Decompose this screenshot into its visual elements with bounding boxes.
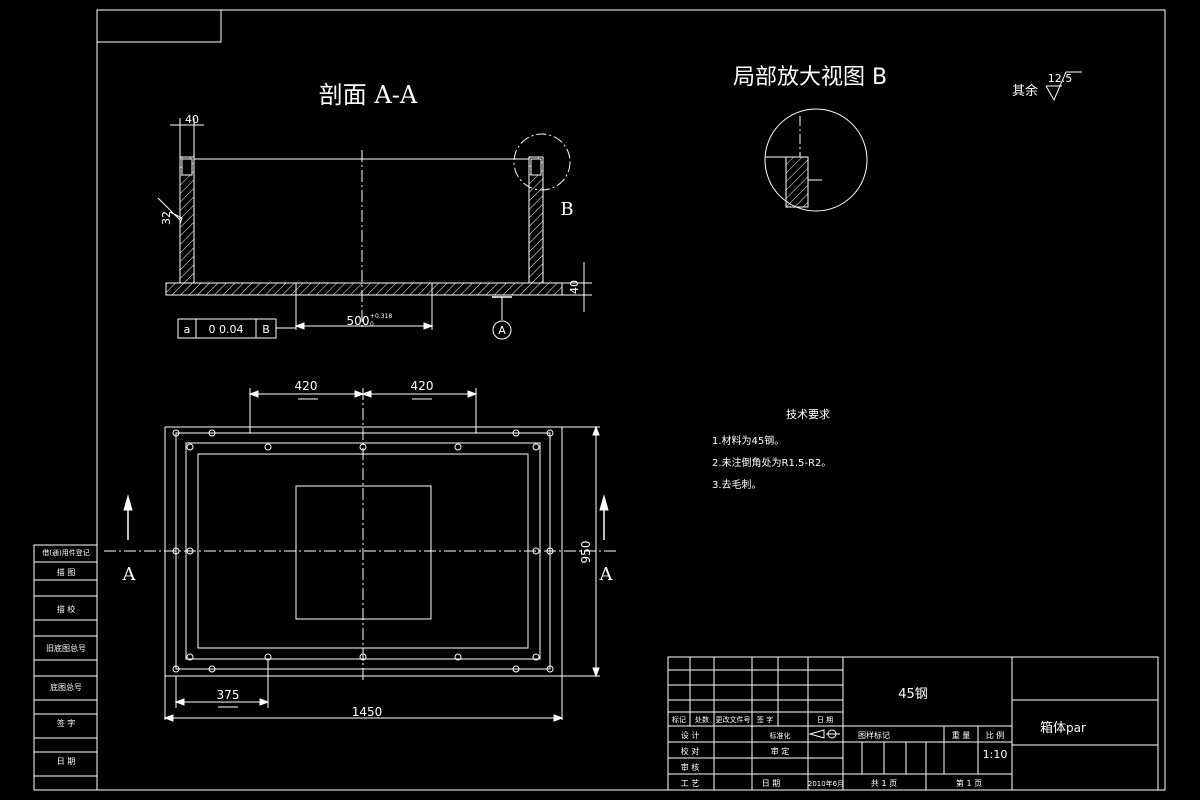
dim-tol-lower: 0 — [370, 321, 374, 328]
roughness-label: 其余 — [1012, 83, 1038, 99]
dim-height-950: 950 — [579, 541, 593, 564]
dim-half-width-left: 420 — [295, 379, 318, 393]
sheet-border — [96, 9, 1166, 791]
sheet-number: 第 1 页 — [956, 778, 982, 788]
tech-req-title: 技术要求 — [786, 408, 830, 421]
side-row-7: 日 期 — [57, 757, 76, 766]
dim-overall-1450: 1450 — [352, 705, 383, 719]
tech-req-item-3: 3.去毛刺。 — [712, 479, 762, 491]
gdt-value: 0 0.04 — [209, 323, 244, 336]
col-header-sign: 签 字 — [757, 715, 773, 724]
standardize-label: 标准化 — [770, 731, 791, 740]
check-label: 校 对 — [681, 746, 700, 756]
side-row-5: 底图总号 — [50, 682, 82, 692]
title-block — [667, 656, 1159, 791]
part-suffix: par — [1066, 721, 1086, 735]
gdt-symbol: a — [184, 323, 191, 336]
dim-offset-375: 375 — [217, 688, 240, 702]
detail-label-b: B — [560, 199, 573, 220]
stage-mark-label: 图样标记 — [858, 730, 890, 740]
approve-label: 审 定 — [771, 746, 790, 756]
dim-half-width-right: 420 — [411, 379, 434, 393]
col-header-doc: 更改文件号 — [716, 715, 751, 724]
design-label: 设 计 — [681, 730, 700, 740]
dim-tol-upper: +0.318 — [370, 313, 392, 320]
gdt-datum: B — [262, 323, 270, 336]
review-label: 审 核 — [681, 762, 700, 772]
side-row-2: 描 图 — [57, 567, 76, 577]
col-header-date: 日 期 — [817, 716, 833, 724]
bolt-holes — [172, 429, 554, 673]
roughness-side-value: 32 — [160, 211, 173, 225]
roughness-symbol — [1045, 71, 1082, 102]
detail-title: 局部放大视图 B — [733, 65, 887, 90]
part-name: 箱体 — [1040, 720, 1066, 736]
tech-req-item-2: 2.未注倒角处为R1.5-R2。 — [712, 456, 831, 469]
date-label: 日 期 — [762, 779, 781, 788]
dim-plate-thickness: 40 — [568, 280, 581, 294]
section-marker-a: A — [498, 324, 506, 337]
col-header-mark: 标记 — [672, 715, 686, 724]
roughness-value: 12.5 — [1048, 72, 1073, 85]
section-arrow-left-label: A — [122, 564, 137, 585]
detail-view — [764, 108, 868, 212]
side-row-3: 描 校 — [57, 604, 76, 614]
material: 45钢 — [898, 687, 928, 702]
dim-flange-width: 40 — [185, 113, 199, 126]
side-row-6: 签 字 — [57, 718, 76, 728]
total-sheets: 共 1 页 — [871, 779, 897, 788]
section-title: 剖面 A-A — [319, 81, 418, 109]
weight-label: 重 量 — [952, 730, 971, 740]
col-header-count: 处数 — [695, 715, 709, 724]
section-view — [157, 118, 592, 340]
date-value: 2010年6月 — [808, 779, 844, 788]
side-row-4: 旧底图总号 — [46, 643, 86, 653]
scale-value: 1:10 — [983, 748, 1008, 761]
side-table — [33, 544, 98, 791]
section-arrow-right-label: A — [599, 564, 614, 585]
plan-view — [104, 388, 618, 722]
process-label: 工 艺 — [681, 779, 700, 788]
scale-label: 比 例 — [986, 730, 1005, 740]
side-row-1: 借(通)用件登记 — [42, 548, 89, 557]
tech-req-item-1: 1.材料为45钢。 — [712, 434, 784, 447]
dim-length-500: 500 — [347, 314, 370, 328]
